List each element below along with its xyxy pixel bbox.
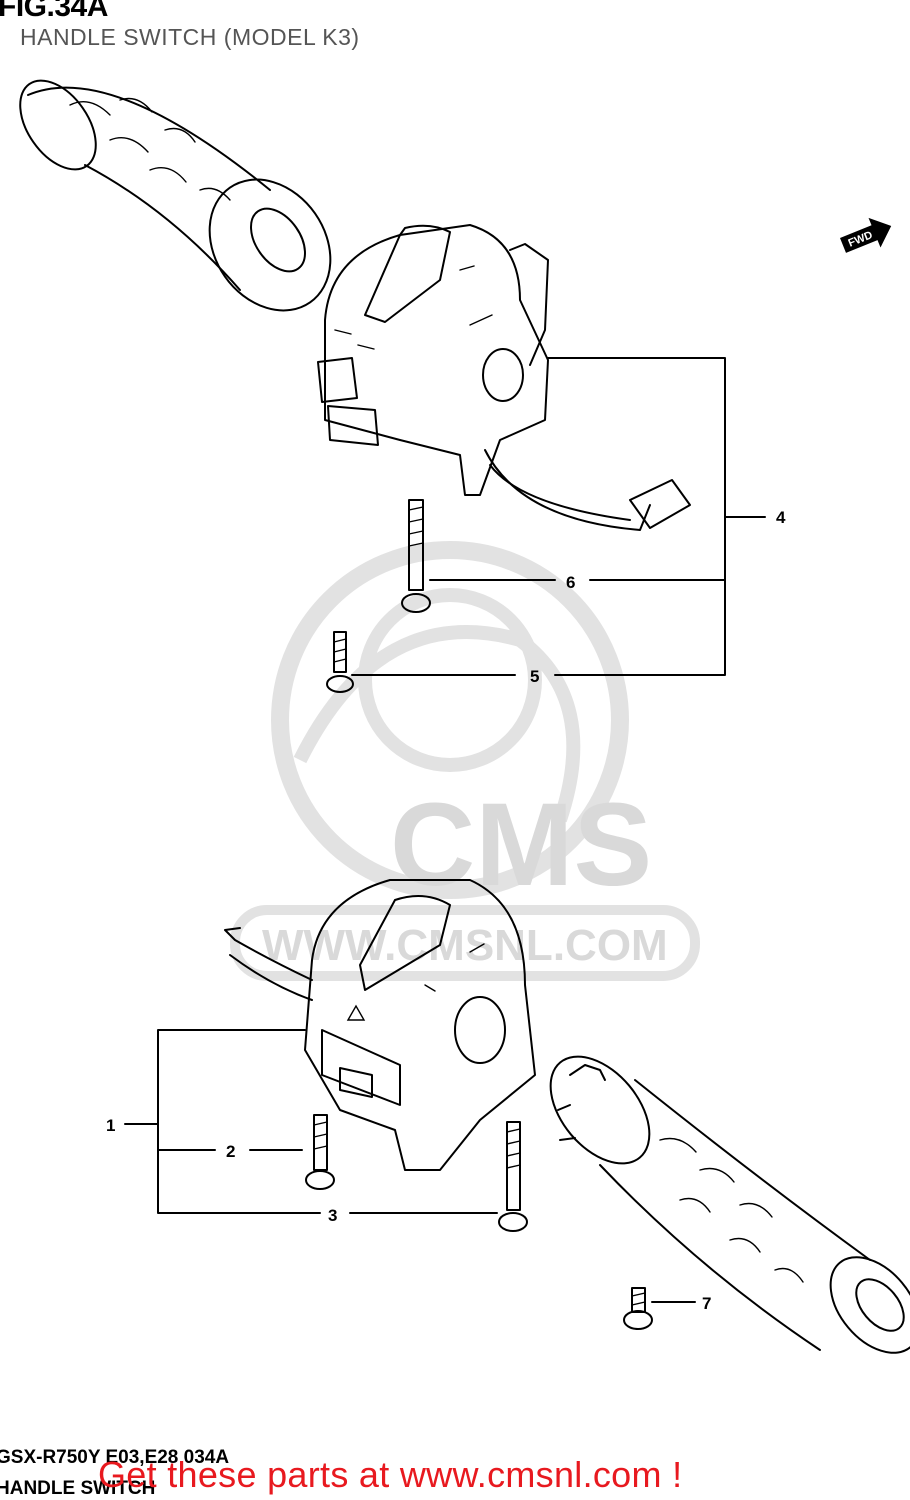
- screw-3: [498, 1121, 528, 1232]
- watermark-ring: [271, 541, 629, 899]
- right-handlebar-grip: [19, 79, 332, 312]
- model-code: GSX-R750Y E03,E28 034A: [0, 1447, 230, 1468]
- watermark-brand: CMS: [390, 779, 652, 911]
- left-switch-housing: [224, 879, 536, 1171]
- left-handlebar-grip: [549, 1055, 910, 1354]
- screw-7: [623, 1287, 696, 1330]
- watermark-url-pill: [230, 905, 700, 981]
- callout-number: 1: [106, 1116, 115, 1135]
- callout-bracket-lower: [124, 1029, 498, 1214]
- callout-number: 6: [566, 573, 575, 592]
- screw-6: [401, 499, 431, 613]
- watermark: CMS WWW.CMSNL.COM: [230, 541, 700, 981]
- screw-2: [305, 1114, 335, 1190]
- callout-bracket-upper: [351, 357, 766, 676]
- callout-number: 3: [328, 1206, 337, 1225]
- callout-number: 2: [226, 1142, 235, 1161]
- section-name: HANDLE SWITCH: [0, 1478, 156, 1499]
- figure-title: HANDLE SWITCH (MODEL K3): [20, 24, 360, 50]
- callout-number: 5: [530, 667, 539, 686]
- callout-number: 4: [776, 508, 786, 527]
- fwd-arrow-icon: FWD: [840, 217, 892, 253]
- right-switch-housing: [317, 224, 691, 531]
- watermark-mascot-head: [358, 588, 542, 772]
- watermark-url: WWW.CMSNL.COM: [262, 921, 668, 970]
- screw-5: [326, 631, 354, 693]
- figure-number: FIG.34A: [0, 0, 108, 23]
- callout-number: 7: [702, 1294, 711, 1313]
- promo-link[interactable]: Get these parts at www.cmsnl.com !: [98, 1454, 683, 1495]
- watermark-mascot-body: [293, 625, 581, 823]
